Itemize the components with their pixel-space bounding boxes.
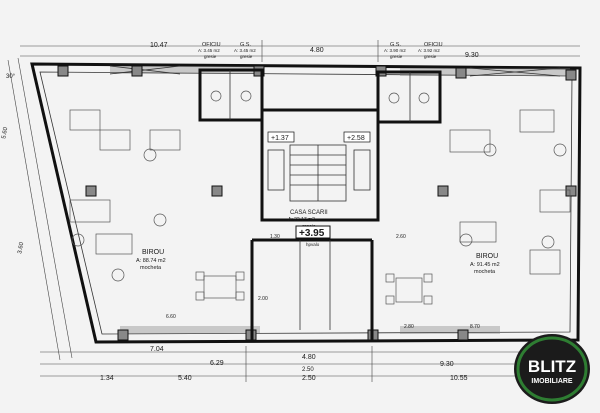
- office-left-floor: mocheta: [140, 265, 162, 271]
- room-area: A: 3.90 m2: [384, 48, 406, 53]
- bottom-dim: 5.40: [178, 375, 192, 382]
- room-name: G.S.: [240, 42, 251, 48]
- bottom-dim: 2.50: [302, 367, 314, 373]
- dim-label: 6.60: [166, 314, 176, 320]
- left-dim-angle: 30°: [6, 74, 16, 80]
- wall-hatching: [109, 65, 570, 334]
- bottom-dim: 6.29: [210, 360, 224, 367]
- room-floor: gresie: [240, 54, 253, 59]
- bottom-dim: 4.80: [302, 354, 316, 361]
- office-left-name: BIROU: [142, 249, 164, 256]
- office-left: BIROU A: 88.74 m2 mocheta: [69, 109, 245, 301]
- bottom-dim: 1.34: [100, 375, 114, 382]
- room-floor: gresie: [390, 54, 403, 59]
- service-rooms: [198, 68, 442, 124]
- room-area: A: 3.45 m2: [198, 48, 220, 53]
- misc-dimension-labels: 6.60 2.80 8.70 2.60 1.30 2.00 hpvalo: [166, 234, 480, 330]
- room-name: G.S.: [390, 42, 401, 48]
- stair-area: A: 22.17 m2: [288, 217, 315, 223]
- left-dimension-lines: 30° 5.60 3.60: [1, 57, 73, 361]
- blitz-logo: BLITZ IMOBILIARE: [512, 332, 592, 406]
- level-marks: +1.37 +2.58: [267, 131, 371, 143]
- stair-level: +3.95: [299, 228, 325, 239]
- bottom-dimension-lines: 7.04 6.29 4.80 9.30 2.50 1.34 5.40 2.50 …: [40, 346, 520, 382]
- left-dim-b: 3.60: [17, 241, 25, 254]
- office-right-name: BIROU: [476, 253, 498, 260]
- office-right-area: A: 91.45 m2: [470, 262, 500, 268]
- top-dim-right: 9.30: [465, 52, 479, 59]
- office-left-area: A: 88.74 m2: [136, 258, 166, 264]
- level-mark: +2.58: [347, 135, 365, 142]
- core-walls: [250, 108, 380, 340]
- room-floor: gresie: [204, 54, 217, 59]
- level-mark: +1.37: [271, 135, 289, 142]
- top-dim-left: 10.47: [150, 42, 168, 49]
- room-name: OFICIU: [202, 42, 221, 48]
- top-dimension-line: 10.47 4.80 9.30: [20, 40, 580, 62]
- bottom-dim: 9.30: [440, 361, 454, 368]
- exterior-walls: [30, 62, 582, 344]
- room-floor: gresie: [424, 54, 437, 59]
- dim-label: 2.80: [404, 324, 414, 330]
- dim-label: 2.60: [396, 234, 406, 240]
- bottom-dim: 7.04: [150, 346, 164, 353]
- left-dim-a: 5.60: [1, 126, 9, 139]
- logo-line2: IMOBILIARE: [531, 378, 573, 385]
- bottom-dim: 2.50: [302, 375, 316, 382]
- bottom-dim: 10.55: [450, 375, 468, 382]
- stair-label: CASA SCARII A: 22.17 m2 gresie +3.95: [288, 210, 331, 239]
- office-right: BIROU A: 91.45 m2 mocheta: [385, 109, 571, 305]
- dim-label: hpvalo: [306, 242, 320, 247]
- room-area: A: 3.45 m2: [234, 48, 256, 53]
- stair-name: CASA SCARII: [290, 210, 328, 216]
- top-dim-mid: 4.80: [310, 47, 324, 54]
- dim-label: 1.30: [270, 234, 280, 240]
- logo-line1: BLITZ: [528, 357, 576, 376]
- room-area: A: 3.92 m2: [418, 48, 440, 53]
- top-room-labels: OFICIU A: 3.45 m2 gresie G.S. A: 3.45 m2…: [198, 42, 443, 59]
- room-name: OFICIU: [424, 42, 443, 48]
- dim-label: 8.70: [470, 324, 480, 330]
- logo-mark: BLITZ IMOBILIARE: [514, 334, 590, 404]
- office-right-floor: mocheta: [474, 269, 496, 275]
- dim-label: 2.00: [258, 296, 268, 302]
